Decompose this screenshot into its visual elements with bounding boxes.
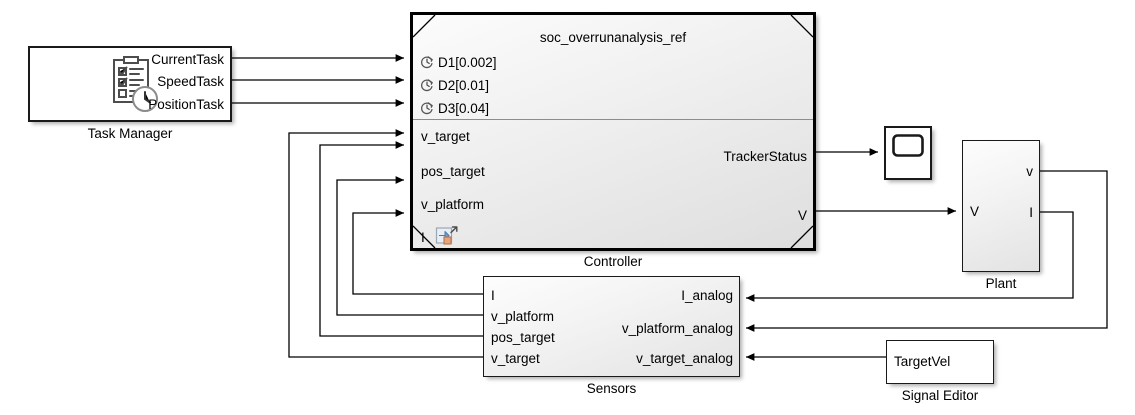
port-trackerstatus: TrackerStatus	[723, 149, 807, 164]
port-currenttask: CurrentTask	[151, 52, 224, 67]
port-pos-target: pos_target	[421, 164, 485, 179]
port-v-platform: v_platform	[421, 197, 485, 212]
controller-header-title: soc_overrunanalysis_ref	[539, 30, 687, 45]
port-i: I	[421, 230, 425, 245]
port-v-out: V	[797, 208, 807, 223]
clock-icon	[421, 56, 433, 69]
signal-editor-value: TargetVel	[894, 354, 951, 369]
block-label-task-manager: Task Manager	[87, 126, 173, 141]
block-controller[interactable]: soc_overrunanalysis_ref D1[0.002] D2[0.0…	[410, 12, 816, 251]
model-reference-badge-icon	[435, 226, 458, 245]
clock-icon	[421, 79, 433, 92]
port-v-target: v_target	[421, 129, 470, 144]
block-label-controller: Controller	[583, 254, 643, 269]
port-plant-v-in: V	[970, 204, 980, 219]
port-sensors-v-platform: v_platform	[491, 309, 555, 324]
port-d3-label: D3[0.04]	[438, 101, 490, 116]
block-sensors[interactable]: I v_platform pos_target v_target I_analo…	[483, 276, 740, 377]
port-v-platform-analog: v_platform_analog	[621, 321, 733, 336]
port-d3: D3[0.04]	[420, 101, 489, 116]
task-manager-clipboard-clock-icon	[113, 56, 158, 112]
port-plant-i-out: I	[1029, 205, 1033, 220]
block-label-signal-editor: Signal Editor	[901, 388, 979, 403]
block-scope[interactable]	[884, 126, 932, 180]
block-plant[interactable]: V v I	[962, 140, 1040, 272]
port-d1: D1[0.002]	[420, 55, 497, 70]
port-sensors-pos-target: pos_target	[491, 330, 555, 345]
port-i-analog: I_analog	[681, 288, 733, 303]
port-sensors-i: I	[491, 288, 495, 303]
port-v-target-analog: v_target_analog	[636, 351, 733, 366]
port-plant-v-out: v	[1026, 164, 1033, 179]
clock-icon	[421, 102, 433, 115]
port-sensors-v-target: v_target	[491, 351, 540, 366]
controller-section-divider	[413, 119, 813, 120]
port-d1-label: D1[0.002]	[438, 55, 497, 70]
block-label-plant: Plant	[985, 276, 1017, 291]
block-signal-editor[interactable]: TargetVel	[886, 340, 994, 384]
scope-icon	[892, 134, 924, 157]
port-d2-label: D2[0.01]	[438, 78, 490, 93]
block-task-manager[interactable]: CurrentTask SpeedTask PositionTask	[28, 46, 232, 122]
modelref-corner-marks	[413, 15, 813, 248]
block-label-sensors: Sensors	[586, 381, 637, 396]
port-speedtask: SpeedTask	[157, 74, 224, 89]
port-d2: D2[0.01]	[420, 78, 489, 93]
port-positiontask: PositionTask	[148, 97, 224, 112]
